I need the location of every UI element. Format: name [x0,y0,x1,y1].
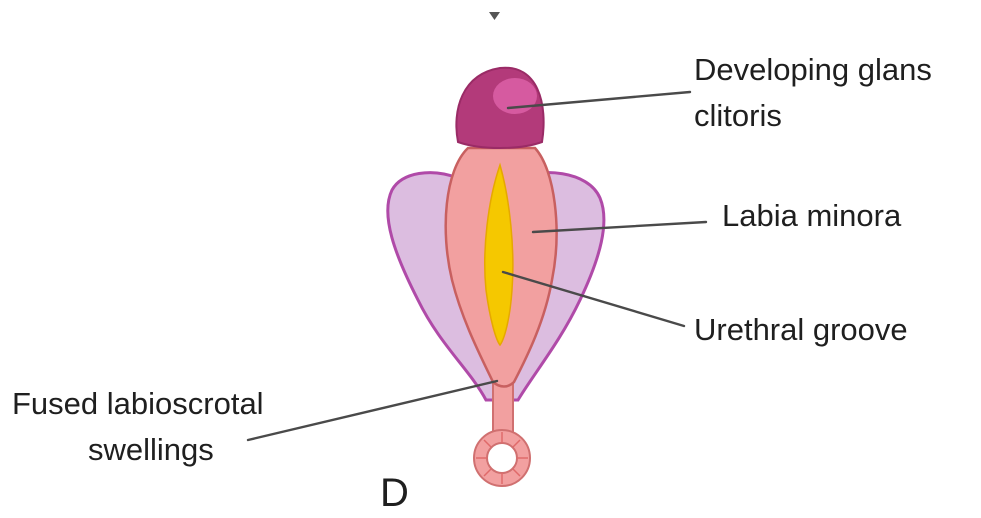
label-developing-glans: Developing glans [694,52,932,87]
arrow-head-icon [489,12,500,20]
panel-letter-d: D [380,471,409,515]
label-urethral-groove: Urethral groove [694,312,908,347]
anal-ring-inner [487,443,517,473]
label-clitoris: clitoris [694,98,782,133]
label-fused-labioscrotal: Fused labioscrotal [12,386,264,421]
label-labia-minora: Labia minora [722,198,902,233]
leader-line-fused-swellings [248,381,497,440]
label-swellings: swellings [88,432,214,467]
glans-highlight-shape [493,78,537,114]
